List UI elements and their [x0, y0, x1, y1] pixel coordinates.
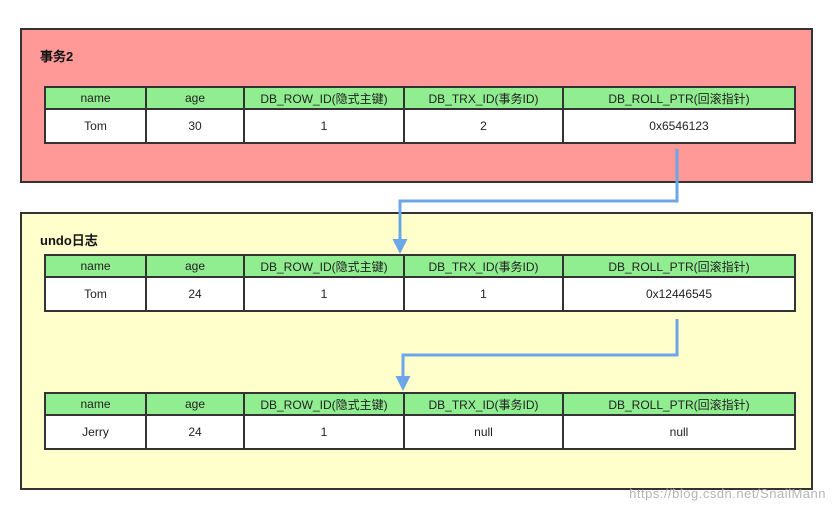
cell-name: Jerry [44, 414, 147, 450]
undo-log-box: undo日志 name age DB_ROW_ID(隐式主键) DB_TRX_I… [20, 212, 813, 490]
col-header-db-trx-id: DB_TRX_ID(事务ID) [403, 86, 564, 110]
cell-db-trx-id: 1 [403, 276, 564, 312]
table-row: Jerry 24 1 null null [44, 414, 796, 450]
transaction-record-table: name age DB_ROW_ID(隐式主键) DB_TRX_ID(事务ID)… [44, 86, 796, 144]
col-header-name: name [44, 86, 147, 110]
table-header-row: name age DB_ROW_ID(隐式主键) DB_TRX_ID(事务ID)… [44, 254, 796, 278]
transaction-box: 事务2 name age DB_ROW_ID(隐式主键) DB_TRX_ID(事… [20, 28, 813, 183]
col-header-db-roll-ptr: DB_ROLL_PTR(回滚指针) [562, 392, 796, 416]
watermark-url: https://blog.csdn.net/SnailMann [629, 486, 826, 501]
table-header-row: name age DB_ROW_ID(隐式主键) DB_TRX_ID(事务ID)… [44, 86, 796, 110]
col-header-name: name [44, 254, 147, 278]
cell-db-row-id: 1 [243, 108, 405, 144]
col-header-db-row-id: DB_ROW_ID(隐式主键) [243, 254, 405, 278]
table-row: Tom 24 1 1 0x12446545 [44, 276, 796, 312]
col-header-age: age [145, 392, 245, 416]
cell-db-trx-id: null [403, 414, 564, 450]
col-header-age: age [145, 86, 245, 110]
cell-db-trx-id: 2 [403, 108, 564, 144]
cell-age: 24 [145, 414, 245, 450]
col-header-age: age [145, 254, 245, 278]
col-header-db-roll-ptr: DB_ROLL_PTR(回滚指针) [562, 254, 796, 278]
cell-db-row-id: 1 [243, 276, 405, 312]
table-header-row: name age DB_ROW_ID(隐式主键) DB_TRX_ID(事务ID)… [44, 392, 796, 416]
undo-record-table-2: name age DB_ROW_ID(隐式主键) DB_TRX_ID(事务ID)… [44, 392, 796, 450]
col-header-db-trx-id: DB_TRX_ID(事务ID) [403, 392, 564, 416]
col-header-db-row-id: DB_ROW_ID(隐式主键) [243, 392, 405, 416]
table-row: Tom 30 1 2 0x6546123 [44, 108, 796, 144]
col-header-db-roll-ptr: DB_ROLL_PTR(回滚指针) [562, 86, 796, 110]
cell-age: 24 [145, 276, 245, 312]
cell-db-roll-ptr: 0x12446545 [562, 276, 796, 312]
cell-name: Tom [44, 108, 147, 144]
cell-db-roll-ptr: null [562, 414, 796, 450]
cell-db-roll-ptr: 0x6546123 [562, 108, 796, 144]
cell-db-row-id: 1 [243, 414, 405, 450]
undo-record-table-1: name age DB_ROW_ID(隐式主键) DB_TRX_ID(事务ID)… [44, 254, 796, 312]
cell-age: 30 [145, 108, 245, 144]
col-header-db-trx-id: DB_TRX_ID(事务ID) [403, 254, 564, 278]
undo-log-box-title: undo日志 [40, 233, 98, 248]
col-header-db-row-id: DB_ROW_ID(隐式主键) [243, 86, 405, 110]
col-header-name: name [44, 392, 147, 416]
transaction-box-title: 事务2 [40, 49, 74, 64]
cell-name: Tom [44, 276, 147, 312]
